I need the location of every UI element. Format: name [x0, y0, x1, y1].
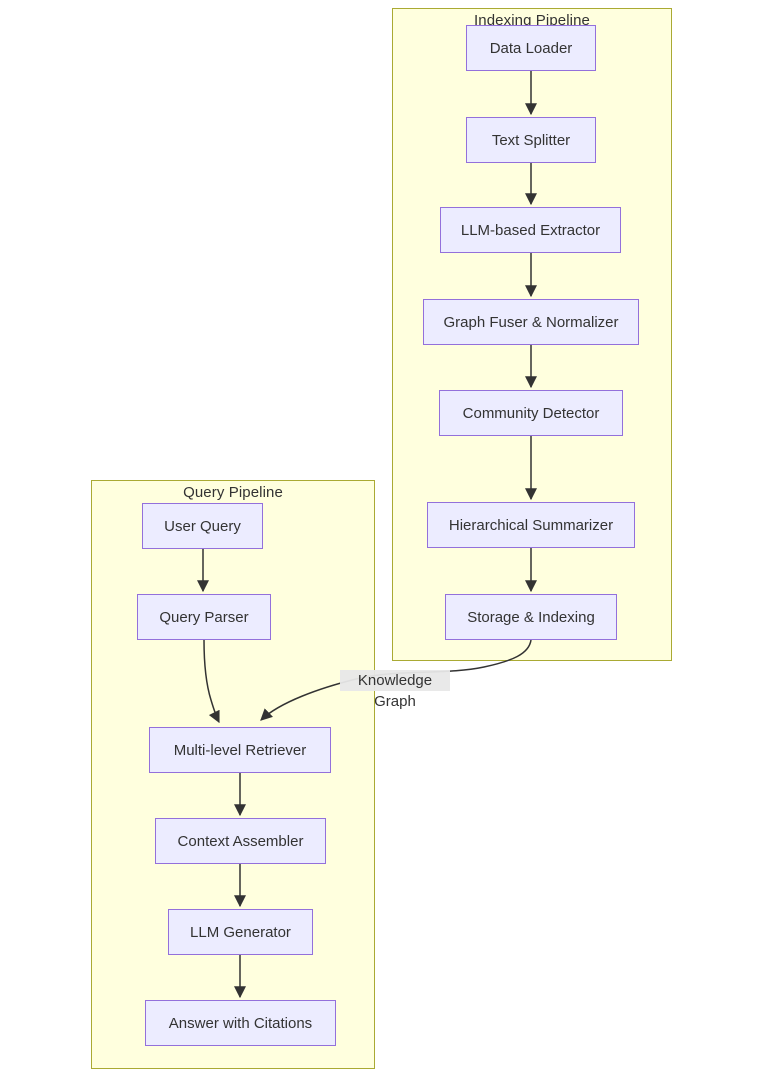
node-llm-based-extractor: LLM-based Extractor [440, 207, 621, 253]
node-storage-indexing: Storage & Indexing [445, 594, 617, 640]
node-text-splitter: Text Splitter [466, 117, 596, 163]
node-user-query: User Query [142, 503, 263, 549]
cluster-query-pipeline: Query Pipeline [91, 480, 375, 1069]
edge-parser-retriever [203, 639, 220, 724]
cluster-indexing-title: Indexing Pipeline [474, 12, 590, 29]
node-data-loader: Data Loader [466, 25, 596, 71]
node-hierarchical-summarizer: Hierarchical Summarizer [427, 502, 635, 548]
cluster-query-title: Query Pipeline [183, 484, 283, 501]
node-answer-with-citations: Answer with Citations [145, 1000, 336, 1046]
node-context-assembler: Context Assembler [155, 818, 326, 864]
node-community-detector: Community Detector [439, 390, 623, 436]
node-llm-generator: LLM Generator [168, 909, 313, 955]
node-query-parser: Query Parser [137, 594, 271, 640]
node-multi-level-retriever: Multi-level Retriever [149, 727, 331, 773]
edge-label-knowledge-graph: Knowledge Graph [340, 670, 450, 710]
node-graph-fuser-normalizer: Graph Fuser & Normalizer [423, 299, 639, 345]
